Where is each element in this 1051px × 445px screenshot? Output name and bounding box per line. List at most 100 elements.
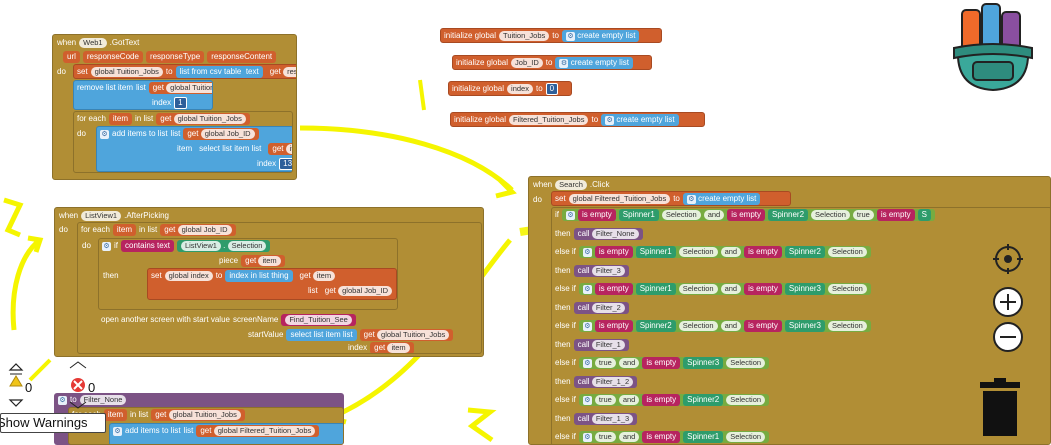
- is-empty-block[interactable]: is empty: [594, 246, 633, 258]
- property-dropdown[interactable]: Selection: [726, 432, 766, 442]
- is-empty-block[interactable]: is empty: [744, 283, 782, 295]
- spinner-getter[interactable]: Spinner2: [768, 209, 809, 221]
- property-dropdown[interactable]: Selection: [726, 395, 766, 405]
- procedure-name[interactable]: Filter_None: [79, 395, 127, 405]
- number-block[interactable]: 1: [174, 97, 187, 109]
- gear-icon[interactable]: ⚙: [582, 432, 592, 442]
- zoom-in-icon[interactable]: [993, 287, 1023, 317]
- call-procedure-block[interactable]: call Filter_1: [573, 339, 629, 351]
- logic-operator[interactable]: and: [618, 358, 640, 368]
- gear-icon[interactable]: ⚙: [686, 195, 696, 204]
- gear-icon[interactable]: ⚙: [582, 358, 592, 368]
- show-warnings-button[interactable]: Show Warnings: [0, 413, 106, 433]
- property-dropdown[interactable]: Selection: [827, 284, 867, 294]
- logic-operator[interactable]: and: [720, 284, 742, 294]
- gear-icon[interactable]: ⚙: [605, 116, 615, 125]
- logic-operator[interactable]: and: [618, 432, 640, 442]
- gear-icon[interactable]: ⚙: [582, 247, 592, 257]
- param-response-code[interactable]: responseCode: [82, 51, 143, 63]
- spinner-getter[interactable]: Spinner1: [683, 431, 724, 443]
- component-dropdown[interactable]: ListView1: [81, 211, 122, 221]
- param-response-content[interactable]: responseContent: [207, 51, 277, 63]
- logic-operator[interactable]: true: [852, 210, 874, 220]
- is-empty-block[interactable]: is empty: [727, 209, 765, 221]
- is-empty-block[interactable]: is empty: [642, 394, 681, 406]
- logic-operator[interactable]: true: [594, 432, 616, 442]
- call-procedure-block[interactable]: call Filter_1_2: [573, 376, 638, 388]
- recenter-icon[interactable]: [993, 244, 1023, 274]
- spinner-getter[interactable]: Spinner3: [784, 283, 825, 295]
- is-empty-block[interactable]: is empty: [744, 320, 782, 332]
- logic-operator[interactable]: and: [720, 321, 742, 331]
- gear-icon[interactable]: ⚙: [565, 32, 575, 41]
- logic-operator[interactable]: true: [594, 358, 616, 368]
- gear-icon[interactable]: ⚙: [102, 241, 111, 251]
- spinner-getter[interactable]: Spinner1: [618, 209, 659, 221]
- spinner-getter[interactable]: Spinner1: [635, 283, 676, 295]
- if-block[interactable]: ⚙if contains text ListView1 . Selection …: [98, 238, 398, 310]
- is-empty-block[interactable]: is empty: [594, 320, 633, 332]
- call-procedure-block[interactable]: call Filter_None: [573, 228, 643, 240]
- gear-icon[interactable]: ⚙: [582, 321, 592, 331]
- property-dropdown[interactable]: Selection: [811, 210, 850, 220]
- spinner-getter[interactable]: Spinner2: [683, 394, 724, 406]
- component-dropdown[interactable]: Web1: [79, 38, 107, 48]
- property-dropdown[interactable]: Selection: [678, 247, 718, 257]
- logic-operator[interactable]: and: [703, 210, 725, 220]
- param-url[interactable]: url: [63, 51, 80, 63]
- logic-operator[interactable]: and: [618, 395, 640, 405]
- backpack-icon[interactable]: [948, 0, 1038, 95]
- call-procedure-block[interactable]: call Filter_1_3: [573, 413, 638, 425]
- spinner-getter[interactable]: Spinner3: [683, 357, 724, 369]
- property-dropdown[interactable]: Selection: [661, 210, 701, 220]
- gear-icon[interactable]: ⚙: [582, 395, 592, 405]
- gear-icon[interactable]: ⚙: [100, 129, 109, 139]
- property-dropdown[interactable]: Selection: [678, 284, 718, 294]
- call-procedure-block[interactable]: call Filter_2: [573, 302, 629, 314]
- set-tuition-block[interactable]: set global Tuition_Jobs to list from csv…: [73, 64, 296, 79]
- gear-icon[interactable]: ⚙: [113, 426, 122, 436]
- property-dropdown[interactable]: Selection: [827, 321, 867, 331]
- is-empty-block[interactable]: is empty: [642, 431, 681, 443]
- spinner-getter[interactable]: Spinner1: [635, 246, 676, 258]
- is-empty-block[interactable]: is empty: [876, 209, 915, 221]
- gear-icon[interactable]: ⚙: [582, 284, 592, 294]
- web-gottext-event-block[interactable]: when Web1 .GotText url responseCode resp…: [52, 34, 297, 180]
- get-response-content[interactable]: get responseContent: [265, 66, 296, 78]
- is-empty-block[interactable]: is empty: [642, 357, 681, 369]
- is-empty-block[interactable]: is empty: [578, 209, 616, 221]
- spinner-getter[interactable]: S: [917, 209, 931, 221]
- is-empty-block[interactable]: is empty: [744, 246, 782, 258]
- gear-icon[interactable]: ⚙: [58, 395, 67, 405]
- is-empty-block[interactable]: is empty: [594, 283, 633, 295]
- var-dropdown[interactable]: global Tuition_Jobs: [90, 67, 163, 77]
- property-dropdown[interactable]: Selection: [726, 358, 766, 368]
- property-dropdown[interactable]: Selection: [678, 321, 718, 331]
- logic-operator[interactable]: true: [594, 395, 616, 405]
- property-dropdown[interactable]: Selection: [827, 247, 867, 257]
